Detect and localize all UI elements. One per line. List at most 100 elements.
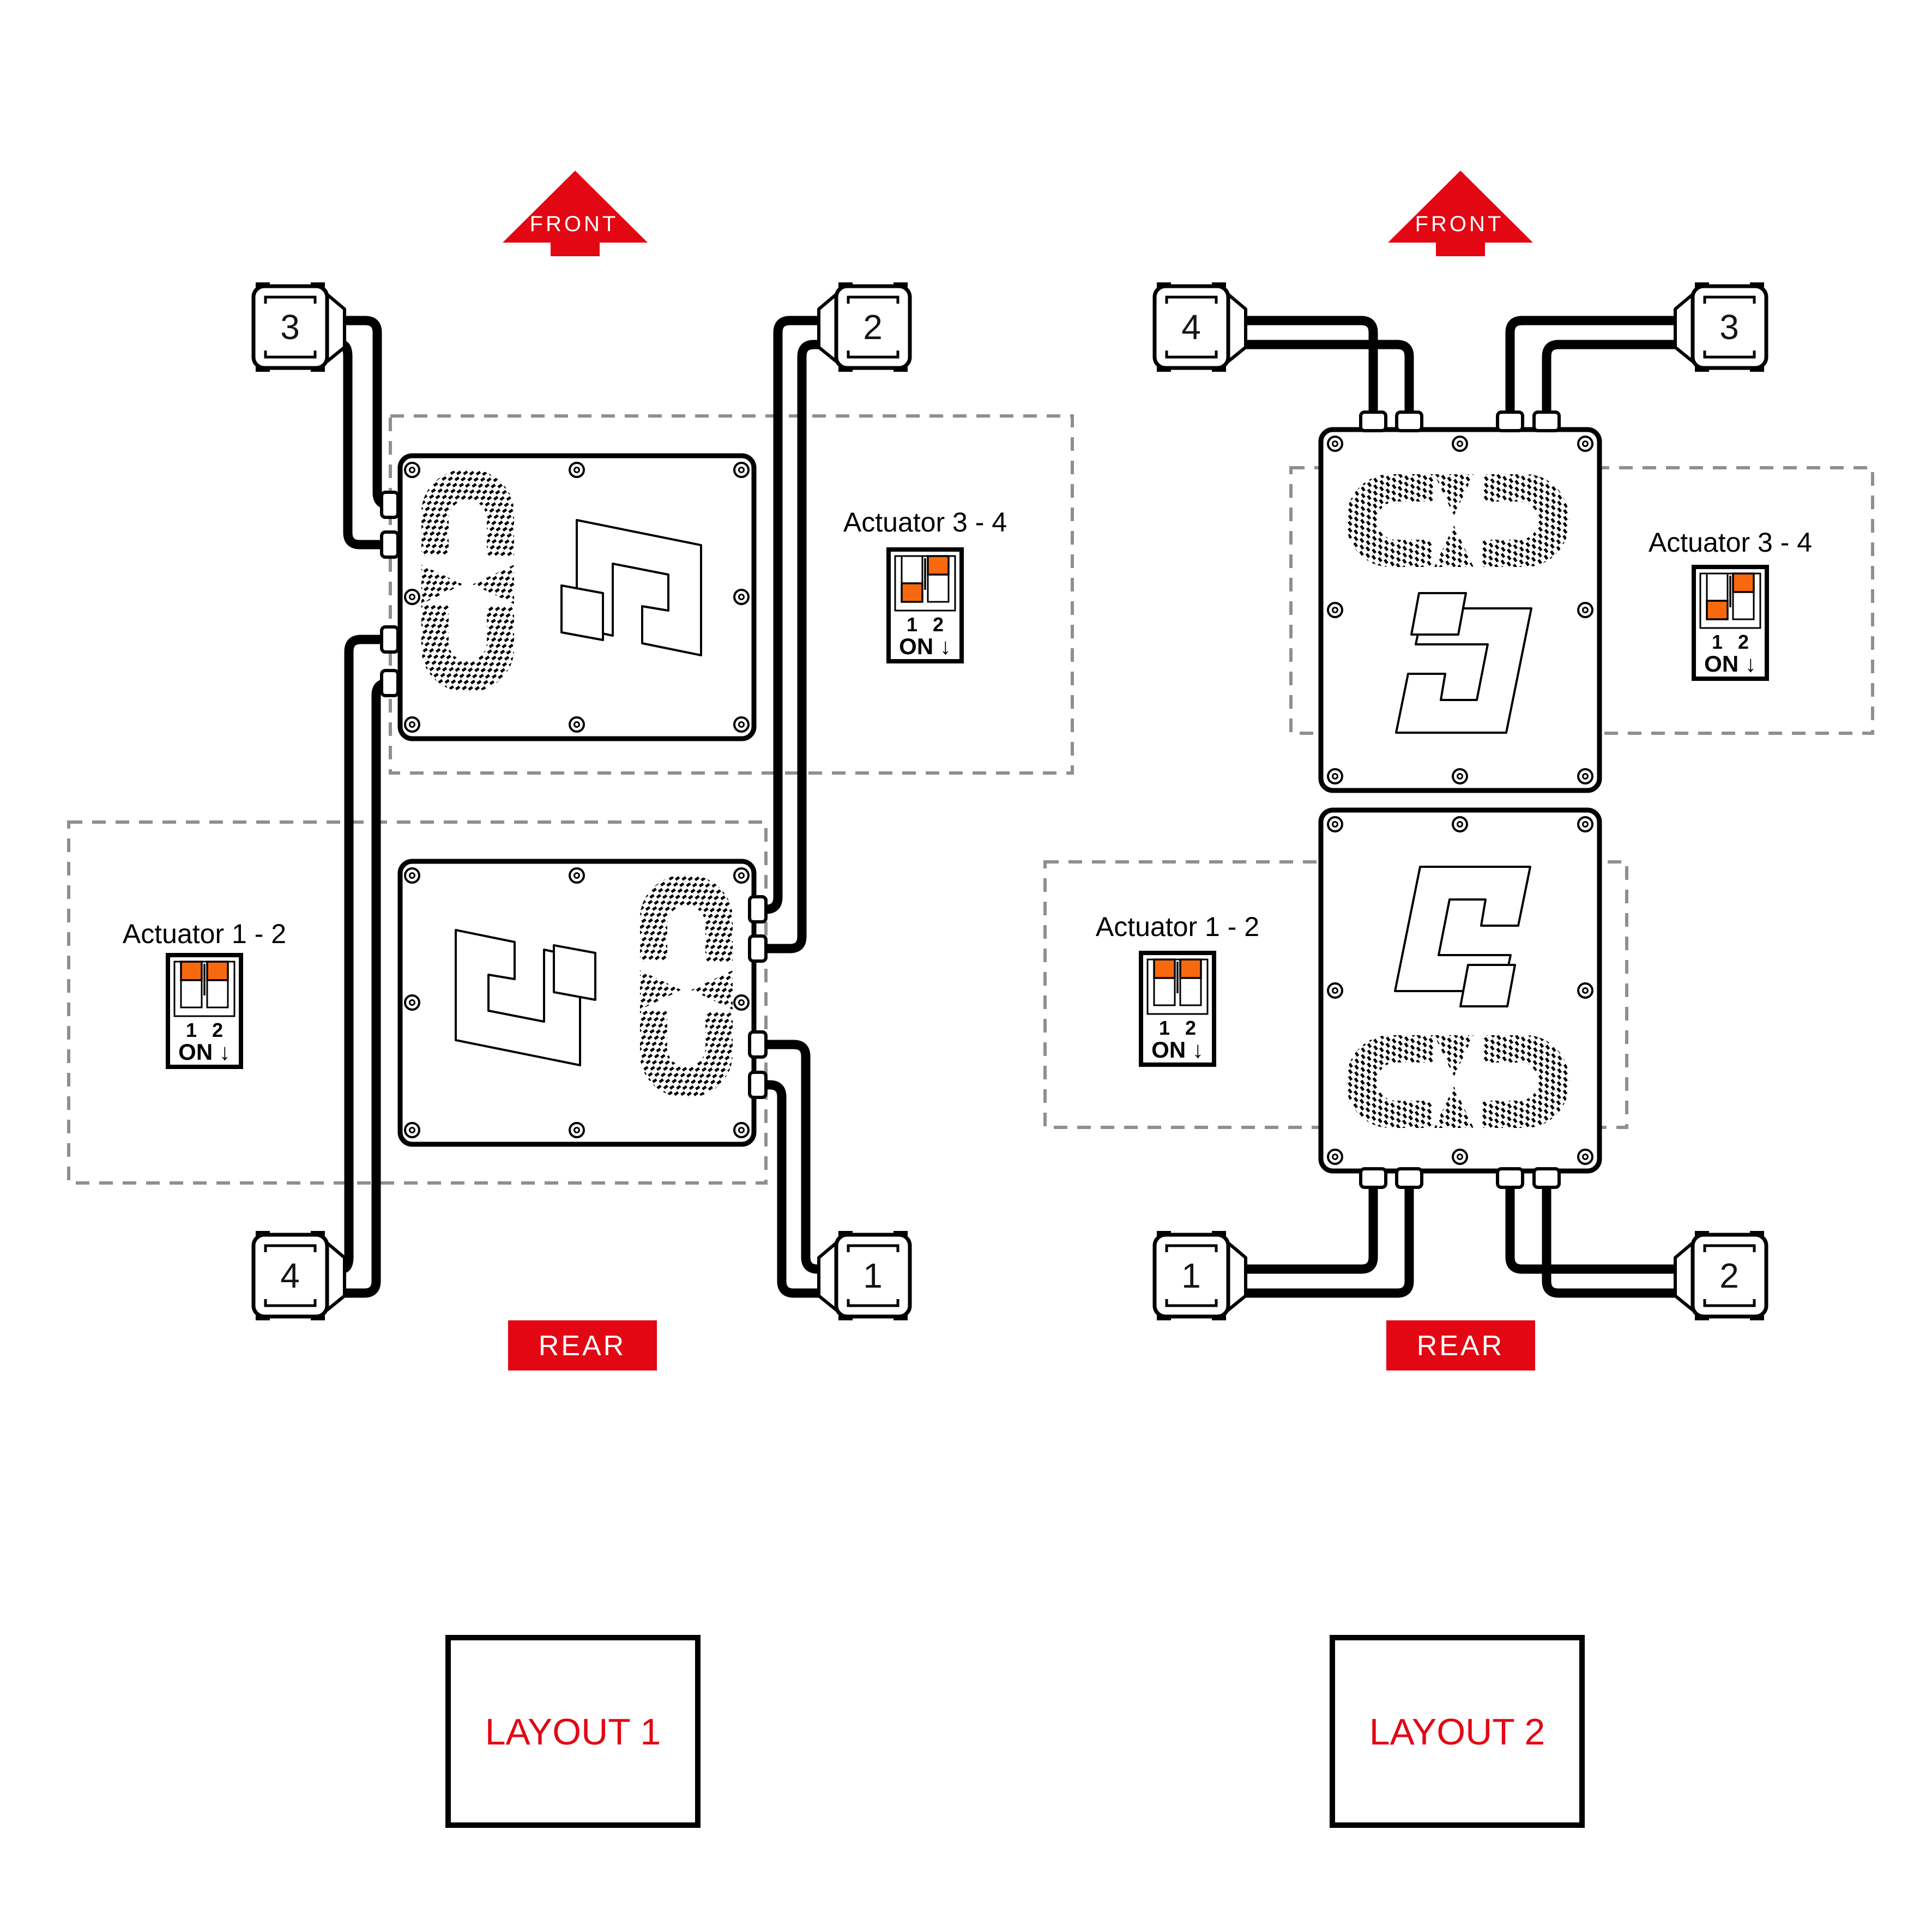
caption-frame [445, 1635, 701, 1828]
connector-body [1690, 284, 1768, 370]
dip-switch-actuator-3-4-layout1: 1 2 ON ↓ [886, 547, 964, 663]
cable-port [1498, 412, 1523, 431]
connector-nose [1227, 293, 1247, 363]
screw-icon [1327, 768, 1343, 784]
connector-body [1152, 284, 1230, 370]
cable-port [1534, 412, 1559, 431]
connector-nose [817, 293, 838, 363]
screw-icon [1452, 768, 1468, 784]
connector-latch [1703, 351, 1756, 359]
dip-position-label: 1 [907, 613, 917, 636]
cable-port [750, 936, 766, 961]
dip-slider-1 [1706, 600, 1729, 620]
cable-actuator2-b [1542, 1181, 1679, 1298]
rear-label: REAR [1417, 1330, 1504, 1362]
screw-icon [733, 994, 750, 1011]
rear-badge-box [508, 1320, 657, 1370]
caption-layout2: LAYOUT 2 [1330, 1635, 1585, 1828]
connector-number: 2 [863, 307, 883, 347]
connector-number: 4 [1181, 307, 1201, 347]
connector-nose [817, 1241, 838, 1312]
front-label: FRONT [1415, 212, 1504, 236]
zone-actuator-3-4-layout1 [389, 414, 1074, 775]
connector-latch [847, 295, 899, 304]
front-arrow-layout2: FRONT [1388, 171, 1533, 256]
control-box-rear-layout1 [397, 859, 766, 1147]
connector-number: 3 [1719, 307, 1739, 347]
connector-plug-3-layout1: 3 [251, 282, 346, 372]
connector-body [251, 284, 329, 370]
screw-icon [733, 589, 750, 605]
connector-latch [847, 1299, 899, 1307]
connector-latch [847, 351, 899, 359]
connector-body [834, 1233, 912, 1319]
connector-latch [1703, 295, 1756, 304]
connector-nose [1227, 1241, 1247, 1312]
connector-latch [1703, 1299, 1756, 1307]
cable-actuator2-a [758, 316, 822, 914]
cable-port [1534, 1169, 1559, 1187]
cable-port [1361, 412, 1386, 431]
connector-number: 3 [280, 307, 300, 347]
dip-slider-2 [206, 961, 229, 981]
cable-port [382, 671, 398, 696]
dip-on-label: ON ↓ [1704, 651, 1756, 677]
connector-nose [1674, 293, 1694, 363]
layout-caption: LAYOUT 1 [485, 1711, 661, 1753]
cable-actuator1-b [1242, 1181, 1414, 1298]
cable-port [1361, 1169, 1386, 1187]
connector-body [1690, 1233, 1768, 1319]
front-label: FRONT [530, 212, 619, 236]
connector-plug-3-layout2: 3 [1674, 282, 1768, 372]
cable-actuator3-b [1542, 340, 1679, 419]
cable-actuator4-a [1242, 316, 1378, 419]
rear-badge-layout2: REAR [1386, 1320, 1535, 1370]
dip-position-label: 1 [1159, 1017, 1170, 1039]
cable-port [382, 532, 398, 557]
screw-icon [404, 994, 420, 1011]
cable-actuator1-b [758, 1080, 822, 1298]
connector-latch [1165, 1299, 1218, 1307]
cable-actuator4-b [1242, 340, 1414, 419]
screw-icon [1327, 982, 1343, 999]
dip-position-label: 2 [1738, 631, 1749, 653]
screw-icon [1327, 436, 1343, 452]
screw-icon [404, 589, 420, 605]
front-arrow-layout1: FRONT [503, 171, 648, 256]
cable-actuator2-a [1505, 1181, 1679, 1274]
cable-port [382, 627, 398, 652]
screw-icon [1577, 982, 1593, 999]
screw-icon [1577, 602, 1593, 618]
screw-icon [733, 716, 750, 733]
dip-on-label: ON ↓ [1151, 1037, 1204, 1062]
screw-icon [1452, 1149, 1468, 1165]
dip-slider-2 [927, 555, 950, 576]
layout-caption: LAYOUT 2 [1369, 1711, 1545, 1753]
screw-icon [733, 462, 750, 478]
screw-icon [1577, 436, 1593, 452]
dip-slider-1 [1153, 958, 1176, 979]
cables-layout2 [1242, 316, 1679, 1298]
connector-plug-4-layout2: 4 [1152, 282, 1247, 372]
dip-on-label: ON ↓ [178, 1039, 231, 1065]
dip-position-label: 1 [1712, 631, 1723, 653]
screw-icon [733, 867, 750, 884]
connector-latch [264, 351, 317, 359]
connector-latch [264, 295, 317, 304]
cable-actuator1-a [1242, 1181, 1378, 1274]
connector-plug-1-layout2: 1 [1152, 1231, 1247, 1320]
connector-nose [325, 293, 346, 363]
connector-plug-2-layout1: 2 [817, 282, 912, 372]
connector-body [834, 284, 912, 370]
dip-slider-2 [1732, 572, 1755, 593]
screw-icon [569, 867, 585, 884]
cable-actuator2-b [758, 340, 822, 953]
cable-actuator1-a [758, 1040, 823, 1274]
connector-number: 1 [1181, 1256, 1201, 1295]
dip-slider-2 [1179, 958, 1202, 979]
dip-switch-actuator-1-2-layout2: 1 2 ON ↓ [1139, 951, 1216, 1067]
screw-icon [1577, 816, 1593, 832]
actuator-group-label: Actuator 3 - 4 [1649, 527, 1812, 558]
control-box-front-layout2 [1318, 412, 1602, 793]
